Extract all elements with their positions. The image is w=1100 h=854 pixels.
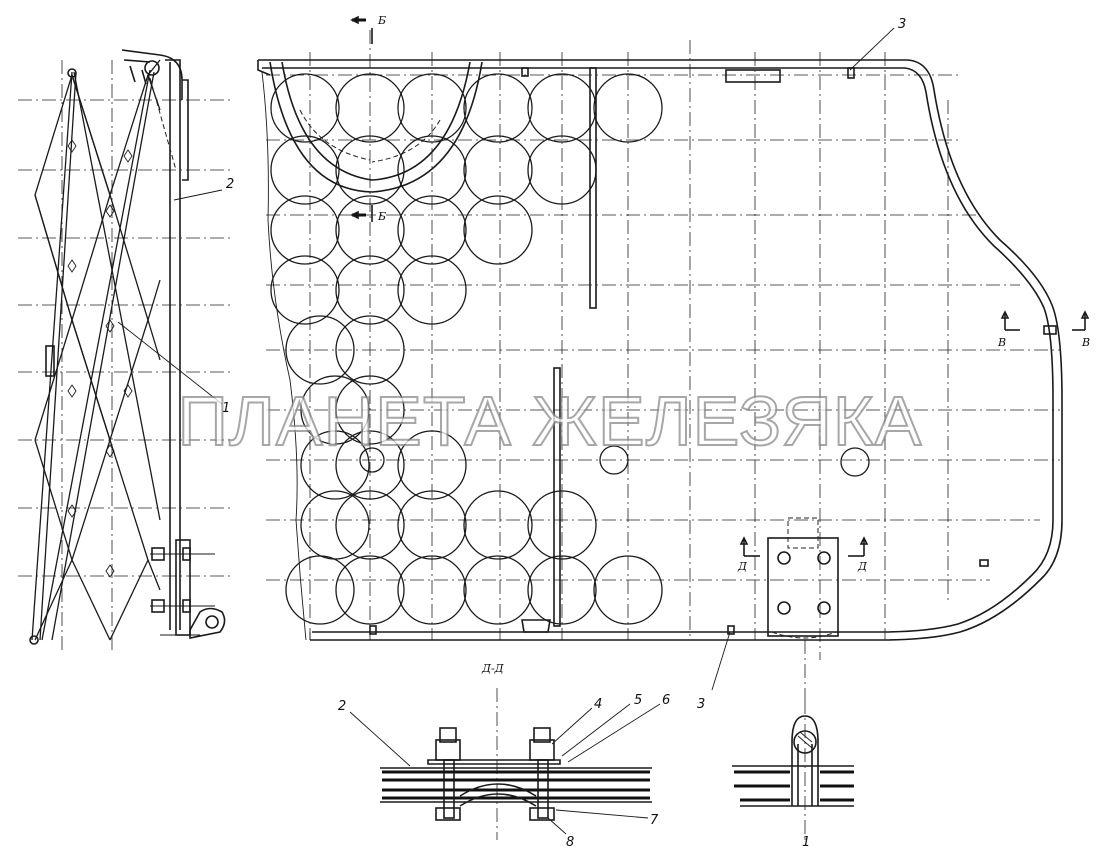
section-cuts (350, 15, 1090, 557)
side-view-grid (18, 60, 230, 650)
arc-stiffener (269, 61, 483, 193)
watermark: ПЛАНЕТА ЖЕЛЕЗЯКА (178, 382, 923, 460)
plan-view (117, 15, 1090, 700)
support-rods (521, 67, 597, 633)
mounting-bracket (767, 517, 839, 639)
leader-lines (117, 27, 895, 691)
callout-1: 1 (222, 401, 230, 416)
callout-6: 6 (662, 693, 670, 708)
section-mark-v-left: В (997, 336, 1006, 349)
plan-grid (266, 30, 1060, 700)
callout-4: 4 (594, 697, 602, 712)
callout-bead-1: 1 (802, 835, 810, 850)
diamond-mesh (29, 59, 161, 645)
callout-2-section: 2 (338, 699, 346, 714)
callout-5: 5 (634, 693, 642, 708)
section-mark-v-right: В (1081, 336, 1090, 349)
section-dd (349, 688, 661, 840)
callout-7: 7 (650, 813, 659, 828)
seat-frame-outline (257, 59, 1063, 641)
section-mark-d-right: Д (857, 560, 868, 573)
callout-8: 8 (566, 835, 574, 850)
section-mark-b-top: Б (377, 14, 386, 27)
callout-3-bottom: 3 (697, 697, 705, 712)
section-mark-d-left: Д (737, 560, 748, 573)
callout-2-side: 2 (226, 177, 234, 192)
side-view (18, 49, 230, 650)
coil-springs (270, 73, 870, 625)
section-title-dd: Д-Д (481, 662, 505, 675)
bead-detail (732, 700, 854, 840)
side-frame-rail (121, 49, 226, 639)
callout-3-top: 3 (898, 17, 906, 32)
section-mark-b-mid: Б (377, 210, 386, 223)
